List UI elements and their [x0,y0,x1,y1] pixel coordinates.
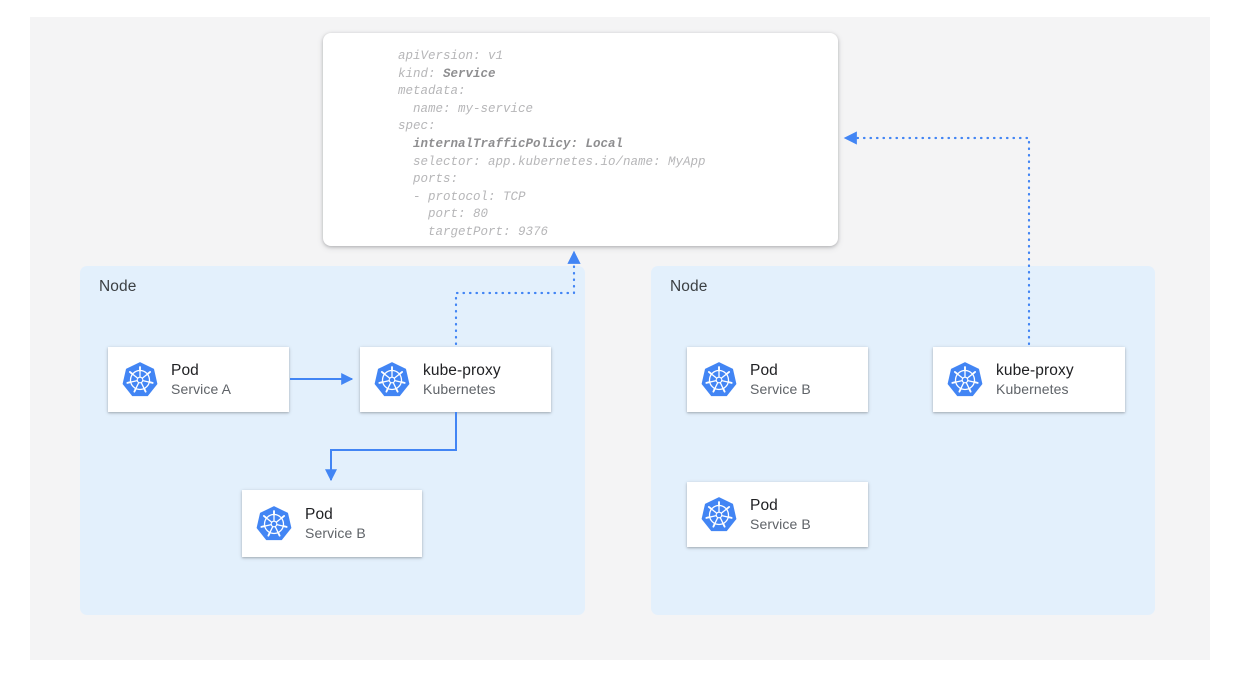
card-title: Pod [750,496,778,514]
card-subtitle: Kubernetes [996,380,1069,397]
kubernetes-icon [121,361,159,399]
card-subtitle: Service A [171,380,232,397]
card-subtitle: Service B [750,515,811,532]
kubernetes-icon [700,361,738,399]
card-pod-service-b-left[interactable]: Pod Service B [242,490,422,557]
kubernetes-icon [946,361,984,399]
card-pod-service-b-right-bottom[interactable]: Pod Service B [687,482,868,547]
kubernetes-icon [700,496,738,534]
service-manifest-code: apiVersion: v1 kind: Service metadata: n… [398,49,706,239]
node-label: Node [670,278,708,295]
node-label: Node [99,278,137,295]
kubernetes-icon [373,361,411,399]
card-title: Pod [750,361,778,379]
kubernetes-icon [255,505,293,543]
card-title: Pod [305,505,333,523]
card-title: kube-proxy [423,361,501,379]
card-pod-service-a[interactable]: Pod Service A [108,347,289,412]
card-title: kube-proxy [996,361,1074,379]
card-subtitle: Kubernetes [423,380,496,397]
card-subtitle: Service B [750,380,811,397]
card-kube-proxy-left[interactable]: kube-proxy Kubernetes [360,347,551,412]
node-panel-right: Node [651,266,1155,615]
card-kube-proxy-right[interactable]: kube-proxy Kubernetes [933,347,1125,412]
card-subtitle: Service B [305,524,366,541]
node-panel-left: Node [80,266,585,615]
card-pod-service-b-right-top[interactable]: Pod Service B [687,347,868,412]
service-manifest-card: apiVersion: v1 kind: Service metadata: n… [323,33,838,246]
card-title: Pod [171,361,199,379]
